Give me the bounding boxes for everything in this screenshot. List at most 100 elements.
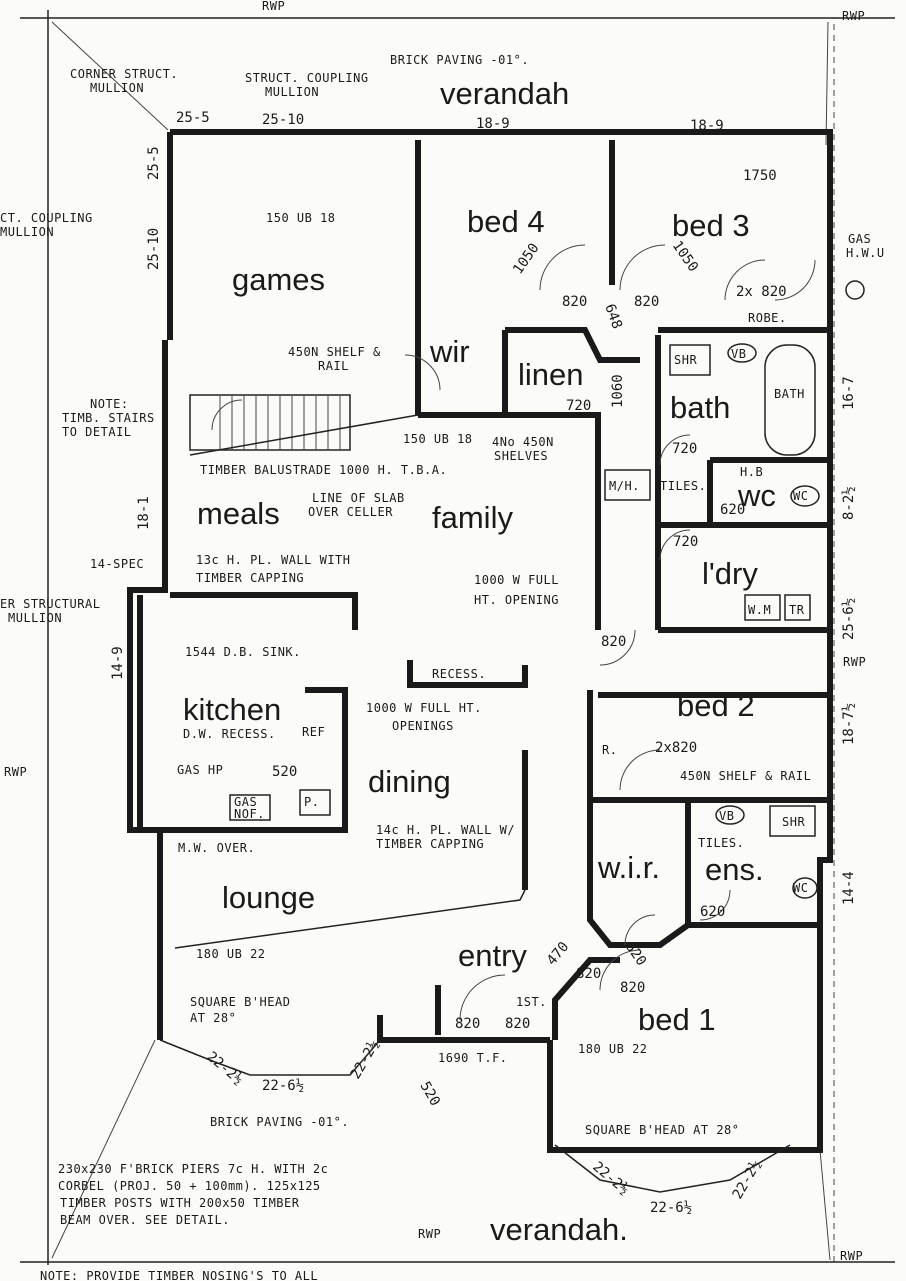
note-dw-recess: D.W. RECESS. — [183, 727, 276, 741]
dim-22-6-b: 22-6½ — [650, 1200, 692, 1216]
dim-520: 520 — [272, 764, 297, 780]
label-tiles-ens: TILES. — [698, 836, 744, 850]
note-slab-2: OVER CELLER — [308, 505, 393, 519]
dim-22-2-b: 22-2½ — [348, 1037, 383, 1082]
roofline — [20, 10, 895, 1265]
note-spec: 14-SPEC — [90, 557, 144, 571]
room-label-games: games — [232, 262, 325, 297]
dim-520-b: 520 — [417, 1079, 444, 1109]
dim-1060: 1060 — [610, 374, 626, 408]
label-wc-ens: WC — [793, 881, 808, 895]
dim-720-a: 720 — [566, 398, 591, 414]
note-piers-2: CORBEL (PROJ. 50 + 100mm). 125x125 — [58, 1179, 321, 1193]
note-shelves-2: SHELVES — [494, 449, 548, 463]
dim-16-7: 16-7 — [841, 376, 857, 410]
note-structural: ER STRUCTURAL — [0, 597, 100, 611]
note-tiles: TILES. — [660, 479, 706, 493]
label-shr-bath: SHR — [674, 353, 697, 367]
room-label-bath: bath — [670, 390, 730, 425]
stairs — [189, 394, 419, 456]
note-piers-4: BEAM OVER. SEE DETAIL. — [60, 1213, 230, 1227]
door-swings — [211, 244, 816, 1021]
room-label-ens: ens. — [705, 852, 764, 887]
note-rwp-top-left: RWP — [262, 0, 285, 13]
room-label-wir2: w.i.r. — [597, 850, 660, 885]
note-piers-3: TIMBER POSTS WITH 200x50 TIMBER — [60, 1196, 300, 1210]
room-label-wir: wir — [429, 334, 470, 369]
interior-walls — [137, 140, 830, 1040]
note-ub-180-22-b: 180 UB 22 — [578, 1042, 648, 1056]
note-robe: ROBE. — [748, 311, 787, 325]
dim-820-d: 820 — [576, 966, 601, 982]
note-bhead-bottom: SQUARE B'HEAD AT 28° — [585, 1123, 740, 1137]
dim-25-5-v: 25-5 — [146, 146, 162, 180]
dim-18-9-b: 18-9 — [690, 118, 724, 134]
note-shelf-rail: 450N SHELF & — [288, 345, 381, 359]
note-slab: LINE OF SLAB — [312, 491, 405, 505]
note-ub-150-18-b: 150 UB 18 — [403, 432, 473, 446]
dim-2x820-b: 2x820 — [655, 740, 697, 756]
note-full-ht-opening: 1000 W FULL — [474, 573, 559, 587]
dim-18-9-a: 18-9 — [476, 116, 510, 132]
exterior-walls — [127, 129, 833, 1193]
note-structural-2: MULLION — [8, 611, 62, 625]
label-vb-ens: VB — [719, 809, 734, 823]
note-piers: 230x230 F'BRICK PIERS 7c H. WITH 2c — [58, 1162, 328, 1176]
note-rwp-right: RWP — [843, 655, 866, 669]
note-shelf-rail-2: RAIL — [318, 359, 349, 373]
note-ub-150-18: 150 UB 18 — [266, 211, 336, 225]
note-mh: M/H. — [609, 479, 640, 493]
dim-820-b: 820 — [634, 294, 659, 310]
room-label-bed4: bed 4 — [467, 204, 545, 239]
dim-470: 470 — [544, 939, 573, 969]
note-shelf-rail-bed2: 450N SHELF & RAIL — [680, 769, 811, 783]
dim-620-a: 620 — [720, 502, 745, 518]
label-bath-tub: BATH — [774, 387, 805, 401]
room-label-ldry: l'dry — [702, 556, 758, 591]
room-label-family: family — [432, 500, 513, 535]
note-rwp-bottom-left: RWP — [418, 1227, 441, 1241]
dim-1750: 1750 — [743, 168, 777, 184]
dim-1050-a: 1050 — [510, 240, 542, 277]
dim-14-9: 14-9 — [110, 646, 126, 680]
note-rwp-top-right: RWP — [842, 9, 865, 23]
room-label-lounge: lounge — [222, 880, 315, 915]
note-ub-180-22: 180 UB 22 — [196, 947, 266, 961]
note-gas-nof-2: NOF. — [234, 807, 265, 821]
note-wall-capping-b-2: TIMBER CAPPING — [376, 837, 484, 851]
note-gas-hwu: GAS — [848, 232, 871, 246]
room-label-bed1: bed 1 — [638, 1002, 716, 1037]
note-corner-mullion-2: MULLION — [90, 81, 144, 95]
label-shr-ens: SHR — [782, 815, 805, 829]
note-stairs-3: TO DETAIL — [62, 425, 132, 439]
note-bottom: NOTE: PROVIDE TIMBER NOSING'S TO ALL — [40, 1269, 318, 1281]
dim-8-2: 8-2½ — [841, 486, 857, 520]
dim-22-2-c: 22-2½ — [589, 1159, 632, 1198]
dim-14-4: 14-4 — [841, 871, 857, 905]
note-gas-nof: GAS — [234, 795, 257, 809]
note-gas-hwu-2: H.W.U — [846, 246, 885, 260]
dim-620-b: 620 — [700, 904, 725, 920]
dim-2x820: 2x 820 — [736, 284, 787, 300]
note-stairs-2: TIMB. STAIRS — [62, 411, 155, 425]
note-left-coupling-2: MULLION — [0, 225, 54, 239]
note-wall-capping-b: 14c H. PL. WALL W/ — [376, 823, 515, 837]
room-label-wc: wc — [737, 478, 776, 513]
fixtures — [229, 280, 865, 899]
note-stairs: NOTE: — [90, 397, 129, 411]
note-full-ht-openings: 1000 W FULL HT. — [366, 701, 482, 715]
note-corner-mullion: CORNER STRUCT. — [70, 67, 178, 81]
note-bhead: SQUARE B'HEAD — [190, 995, 290, 1009]
note-p: P. — [304, 795, 319, 809]
note-hb: H.B — [740, 465, 763, 479]
dim-25-6: 25-6½ — [841, 598, 857, 640]
dim-22-2-d: 22-2½ — [730, 1157, 765, 1202]
note-mw-over: M.W. OVER. — [178, 841, 255, 855]
note-sink: 1544 D.B. SINK. — [185, 645, 301, 659]
note-bhead-2: AT 28° — [190, 1011, 236, 1025]
dim-820-f: 820 — [455, 1016, 480, 1032]
room-label-bed2: bed 2 — [677, 688, 755, 723]
label-wm: W.M — [748, 603, 771, 617]
dim-820-a: 820 — [562, 294, 587, 310]
